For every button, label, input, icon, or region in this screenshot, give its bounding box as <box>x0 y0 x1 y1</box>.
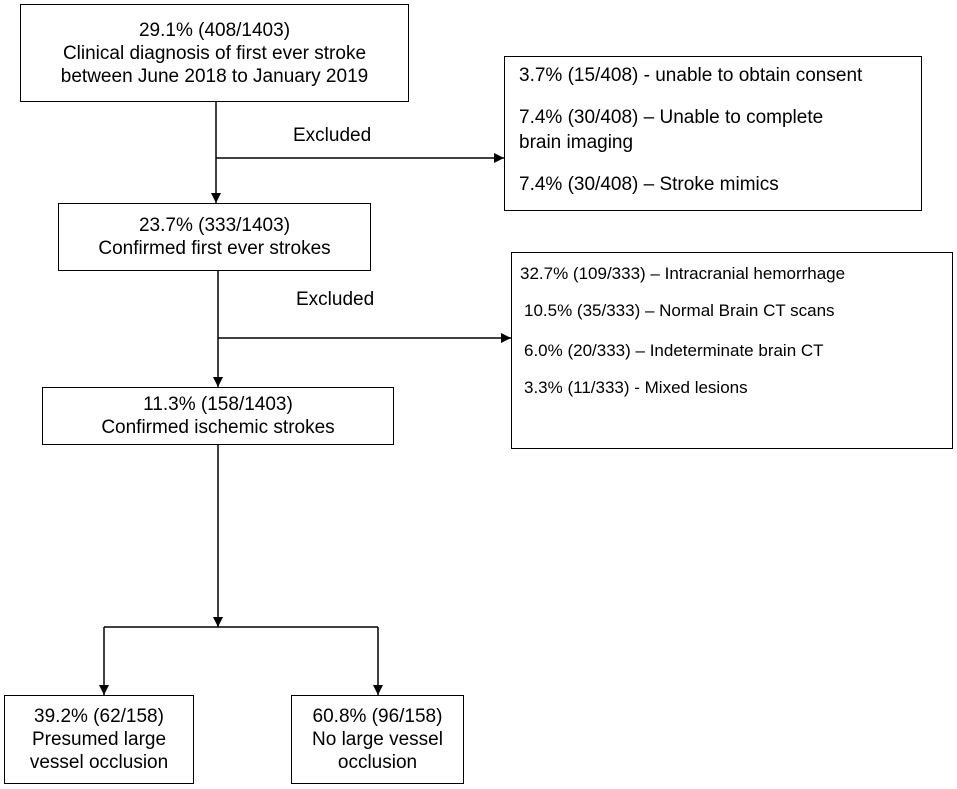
exclusion-2-item-hemorrhage: 32.7% (109/333) – Intracranial hemorrhag… <box>520 264 846 283</box>
lvo-label-line1: Presumed large <box>31 729 167 750</box>
clinical-label-line2: between June 2018 to January 2019 <box>60 65 369 87</box>
excluded-label-1: Excluded <box>293 125 372 146</box>
confirmed-first-count: 23.7% (333/1403) <box>138 215 291 236</box>
exclusion-1-item-imaging-line1: 7.4% (30/408) – Unable to complete <box>519 107 824 128</box>
lvo-label-line2: vessel occlusion <box>29 752 169 773</box>
exclusion-1-item-imaging-line2: brain imaging <box>519 132 634 153</box>
lvo-box: 39.2% (62/158) Presumed large vessel occ… <box>4 695 194 784</box>
ischemic-box: 11.3% (158/1403) Confirmed ischemic stro… <box>42 387 394 445</box>
no-lvo-count: 60.8% (96/158) <box>312 706 443 727</box>
lvo-count: 39.2% (62/158) <box>34 706 164 727</box>
exclusion-2-item-normal-ct: 10.5% (35/333) – Normal Brain CT scans <box>524 301 835 320</box>
exclusion-1-item-mimics: 7.4% (30/408) – Stroke mimics <box>519 174 779 195</box>
clinical-label-line1: Clinical diagnosis of first ever stroke <box>62 42 367 64</box>
clinical-diagnosis-box: 29.1% (408/1403) Clinical diagnosis of f… <box>20 4 409 102</box>
excluded-label-2: Excluded <box>296 289 375 310</box>
exclusion-1-item-consent: 3.7% (15/408) - unable to obtain consent <box>519 65 863 86</box>
ischemic-count: 11.3% (158/1403) <box>143 394 293 415</box>
confirmed-first-label: Confirmed first ever strokes <box>98 238 331 259</box>
exclusion-2-item-mixed-lesions: 3.3% (11/333) - Mixed lesions <box>524 378 748 397</box>
no-lvo-label-line2: occlusion <box>337 752 418 773</box>
no-lvo-box: 60.8% (96/158) No large vessel occlusion <box>291 695 464 784</box>
exclusion-2-item-indeterminate-ct: 6.0% (20/333) – Indeterminate brain CT <box>524 341 824 360</box>
exclusion-box-1: 3.7% (15/408) - unable to obtain consent… <box>504 56 922 211</box>
no-lvo-label-line1: No large vessel <box>312 729 443 750</box>
clinical-count: 29.1% (408/1403) <box>138 19 291 41</box>
ischemic-label: Confirmed ischemic strokes <box>101 417 335 438</box>
exclusion-box-2: 32.7% (109/333) – Intracranial hemorrhag… <box>511 252 953 449</box>
confirmed-first-box: 23.7% (333/1403) Confirmed first ever st… <box>58 203 371 271</box>
